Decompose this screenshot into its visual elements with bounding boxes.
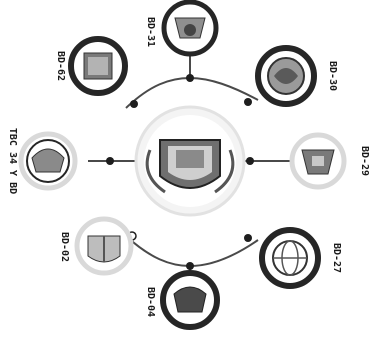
badge-bd-04 — [163, 273, 217, 327]
label-bd-29: BD-29 — [359, 146, 370, 176]
globe-crest-icon — [273, 241, 307, 275]
badge-bd-02 — [77, 219, 131, 273]
badge-bd-62 — [71, 39, 125, 93]
badge-bd-29 — [292, 135, 344, 187]
label-bd-02: BD-02 — [59, 232, 70, 262]
label-tbc-34-y-bd: TBC 34 Y BD — [7, 128, 18, 194]
label-bd-31: BD-31 — [145, 17, 156, 47]
label-bd-62: BD-62 — [55, 51, 66, 81]
label-bd-27: BD-27 — [331, 243, 342, 273]
label-bd-30: BD-30 — [327, 61, 338, 91]
badge-bd-30 — [258, 48, 314, 104]
badge-bd-31 — [164, 2, 216, 54]
central-emblem — [136, 107, 244, 215]
badge-tbc-34-y-bd — [21, 134, 75, 188]
label-bd-04: BD-04 — [145, 287, 156, 317]
badge-bd-27 — [262, 230, 318, 286]
